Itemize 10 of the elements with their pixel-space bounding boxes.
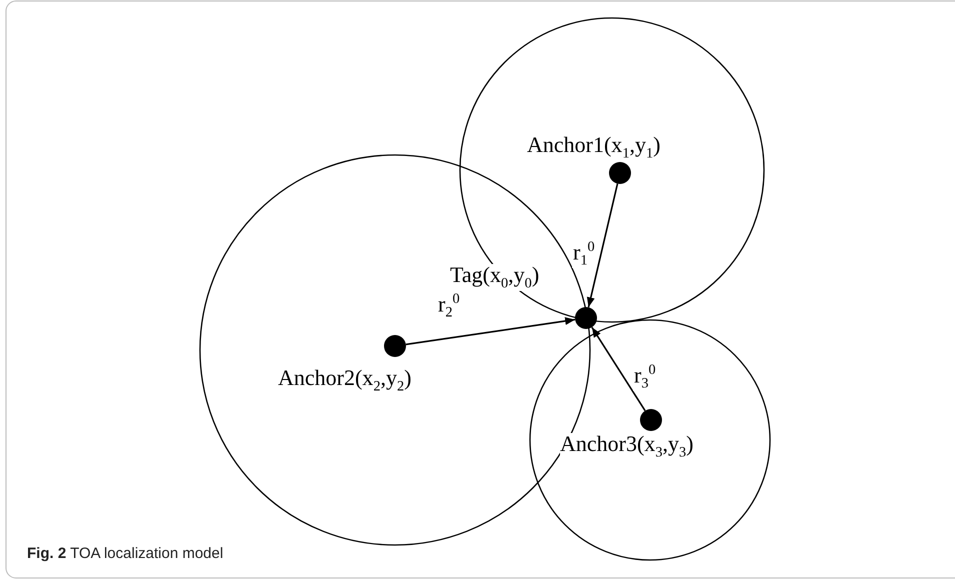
point-dot (575, 307, 597, 329)
figure-caption: Fig. 2 TOA localization model (27, 545, 224, 562)
arrow (591, 326, 646, 412)
point-dot (640, 409, 662, 431)
point-label: Tag(x$_{0}$,y$_{0}$) (450, 264, 540, 291)
point-label: Anchor3(x$_{3}$,y$_{3}$) (560, 433, 694, 460)
arrow (586, 184, 618, 308)
point-dot (384, 335, 406, 357)
point-dot (609, 162, 631, 184)
arrow (406, 317, 576, 346)
